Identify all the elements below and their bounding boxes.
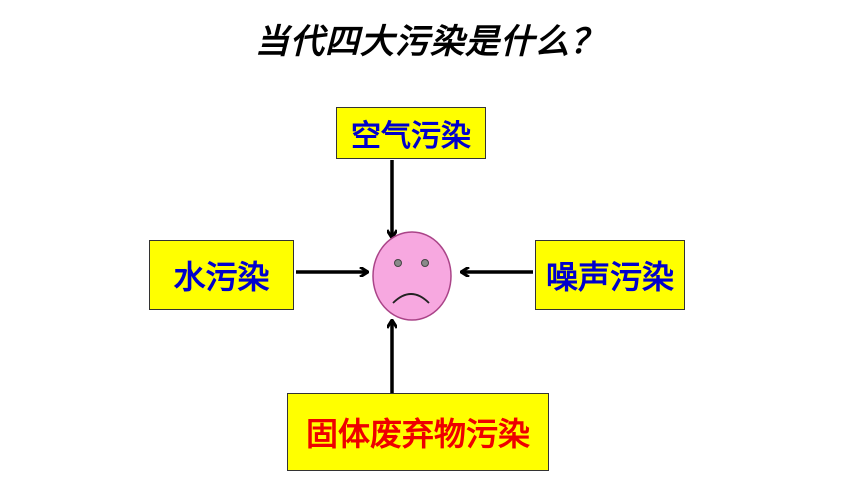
water-pollution-box: 水污染: [149, 240, 294, 310]
slide-title: 当代四大污染是什么？: [255, 22, 605, 62]
face-circle: [372, 231, 452, 321]
left-eye: [394, 259, 402, 267]
sad-face-icon: [372, 231, 452, 321]
air-pollution-box: 空气污染: [336, 107, 486, 159]
right-eye: [421, 259, 429, 267]
noise-pollution-box: 噪声污染: [535, 240, 685, 310]
solid-waste-pollution-box: 固体废弃物污染: [287, 393, 549, 471]
frown-mouth: [392, 293, 430, 304]
